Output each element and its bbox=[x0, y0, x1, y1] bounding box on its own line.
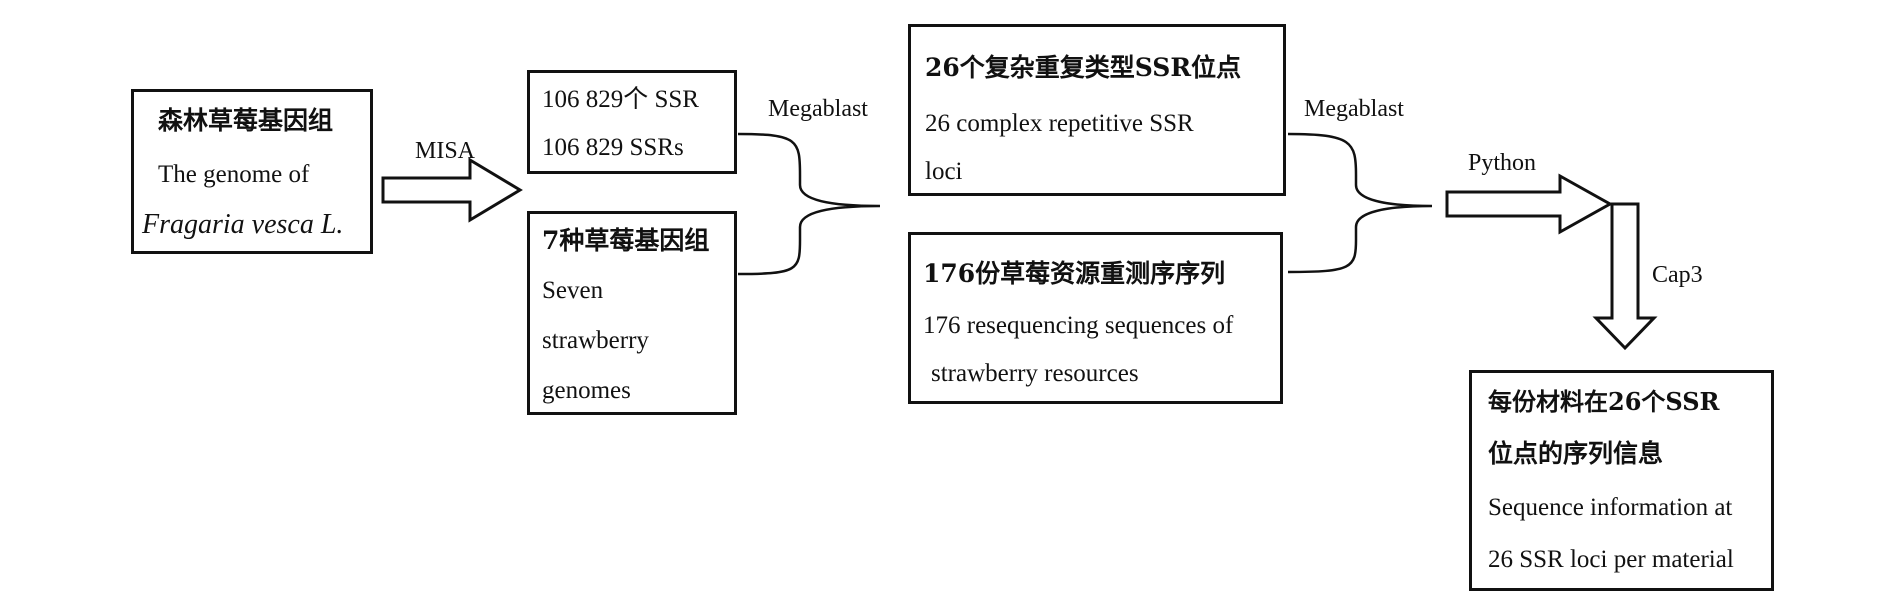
resequencing-en-line1: 176 resequencing sequences of bbox=[923, 312, 1234, 339]
genome-en-line1: The genome of bbox=[158, 161, 310, 188]
node-complex-loci: 26个复杂重复类型SSR位点 26 complex repetitive SSR… bbox=[908, 24, 1286, 196]
node-resequencing: 176份草莓资源重测序序列 176 resequencing sequences… bbox=[908, 232, 1283, 404]
ssr-count-line1: 106 829个 SSR bbox=[542, 86, 699, 113]
genome-zh-label: 森林草莓基因组 bbox=[158, 106, 334, 135]
edge-label-python: Python bbox=[1468, 150, 1537, 176]
result-en-line2: 26 SSR loci per material bbox=[1488, 546, 1734, 573]
ssr-count-line2: 106 829 SSRs bbox=[542, 134, 684, 161]
python-arrow bbox=[1445, 173, 1614, 235]
result-zh-line1: 每份材料在26个SSR bbox=[1488, 387, 1720, 416]
result-en-line1: Sequence information at bbox=[1488, 494, 1733, 521]
edge-label-misa: MISA bbox=[415, 138, 476, 164]
seven-genomes-en-line1: Seven bbox=[542, 277, 604, 304]
genome-en-line2: Fragaria vesca L. bbox=[142, 209, 344, 240]
edge-label-megablast-1: Megablast bbox=[768, 96, 868, 122]
node-seven-genomes: 7种草莓基因组 Seven strawberry genomes bbox=[527, 211, 737, 415]
complex-loci-en-line2: loci bbox=[925, 158, 963, 185]
edge-label-megablast-2: Megablast bbox=[1304, 96, 1404, 122]
node-ssr-count: 106 829个 SSR 106 829 SSRs bbox=[527, 70, 737, 174]
seven-genomes-en-line2: strawberry bbox=[542, 327, 649, 354]
node-result: 每份材料在26个SSR 位点的序列信息 Sequence information… bbox=[1469, 370, 1774, 591]
complex-loci-en-line1: 26 complex repetitive SSR bbox=[925, 110, 1194, 137]
result-zh-line2: 位点的序列信息 bbox=[1488, 439, 1664, 468]
seven-genomes-en-line3: genomes bbox=[542, 377, 631, 404]
brace-megablast-1 bbox=[737, 132, 881, 276]
node-genome: 森林草莓基因组 The genome of Fragaria vesca L. bbox=[131, 89, 373, 254]
cap3-arrow bbox=[1592, 202, 1658, 351]
brace-megablast-2 bbox=[1287, 132, 1433, 274]
resequencing-zh-label: 176份草莓资源重测序序列 bbox=[923, 259, 1226, 288]
misa-arrow bbox=[381, 157, 523, 223]
seven-genomes-zh-label: 7种草莓基因组 bbox=[542, 226, 710, 255]
edge-label-cap3: Cap3 bbox=[1652, 262, 1703, 288]
complex-loci-zh-label: 26个复杂重复类型SSR位点 bbox=[925, 53, 1242, 82]
resequencing-en-line2: strawberry resources bbox=[931, 360, 1139, 387]
